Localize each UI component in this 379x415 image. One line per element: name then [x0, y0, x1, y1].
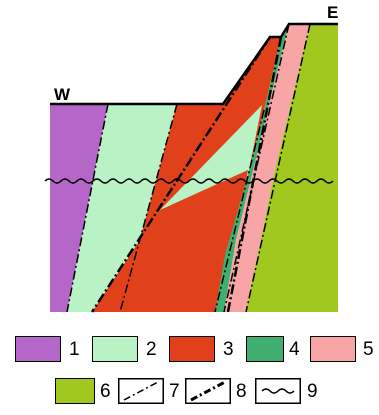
legend-item-9: 9 — [255, 378, 345, 406]
legend-symbol-9-icon — [255, 378, 301, 404]
wavy-line — [44, 178, 334, 184]
legend-item-6: 6 — [55, 378, 135, 406]
legend-item-3: 3 — [169, 336, 239, 364]
legend-item-8: 8 — [185, 378, 265, 406]
legend-number-5: 5 — [363, 339, 374, 360]
legend-swatch-3 — [169, 336, 215, 362]
legend-item-2: 2 — [92, 336, 162, 364]
legend-number-9: 9 — [307, 381, 318, 402]
legend-symbol-7-icon — [118, 378, 164, 404]
contact-lines — [66, 23, 311, 313]
unit-1-area — [50, 104, 108, 312]
legend-number-6: 6 — [100, 381, 111, 402]
legend-number-3: 3 — [223, 339, 234, 360]
legend-swatch-6 — [55, 378, 95, 404]
legend-swatch-5 — [310, 336, 356, 362]
legend-number-4: 4 — [289, 339, 300, 360]
legend-number-7: 7 — [169, 381, 180, 402]
unit-5-area — [224, 24, 310, 312]
west-label: W — [54, 85, 71, 104]
legend-item-5: 5 — [310, 336, 375, 364]
legend-item-1: 1 — [15, 336, 85, 364]
legend-number-2: 2 — [146, 339, 157, 360]
legend-swatch-1 — [15, 336, 61, 362]
legend-number-1: 1 — [69, 339, 80, 360]
legend-swatch-4 — [246, 336, 284, 362]
east-label: E — [327, 3, 338, 22]
legend-symbol-8-icon — [185, 378, 231, 404]
legend-item-4: 4 — [246, 336, 306, 364]
legend-number-8: 8 — [236, 381, 247, 402]
surface-line — [50, 22, 338, 106]
legend-swatch-2 — [92, 336, 138, 362]
unit-3-sliver — [92, 170, 248, 312]
legend-item-7: 7 — [118, 378, 198, 406]
fault-lines — [90, 36, 283, 313]
unit-2-area — [67, 104, 177, 312]
unit-6-area — [246, 24, 338, 312]
